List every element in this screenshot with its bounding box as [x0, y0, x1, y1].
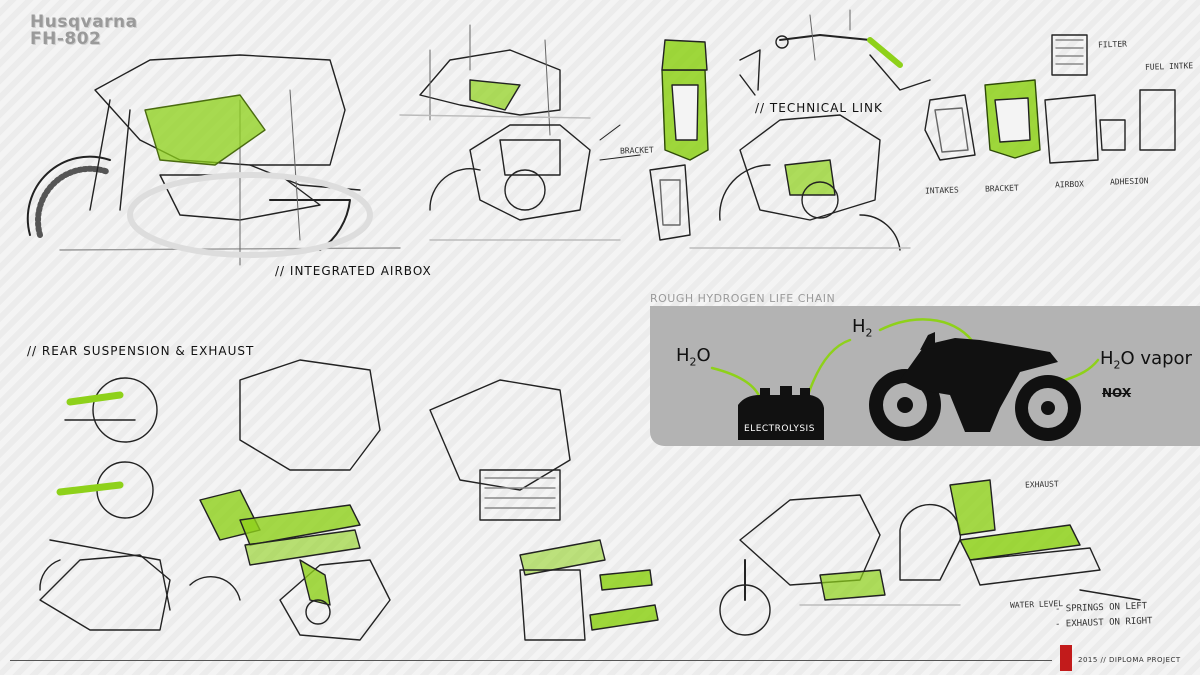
electrolysis-tank: [738, 386, 824, 440]
hydrogen-bike-silhouette: [869, 332, 1081, 441]
brand-name: Husqvarna: [30, 12, 138, 32]
h2o-label: H2O: [676, 345, 711, 369]
small-bike-sketch-2: [429, 124, 641, 241]
small-bike-sketch-3: [689, 114, 911, 251]
airbox-parts-sketch: [924, 34, 1176, 164]
brand-title: Husqvarna FH-802: [30, 14, 138, 48]
bottom-right-bike-sketch: [719, 479, 1141, 636]
exhaust-cluster-sketch: [199, 359, 659, 641]
brand-model: FH-802: [30, 29, 102, 49]
h2-label: H2: [852, 316, 873, 340]
small-bike-sketch-1: [399, 24, 591, 136]
section-technical-link: // TECHNICAL LINK: [755, 101, 883, 115]
electrolysis-label: ELECTROLYSIS: [744, 424, 815, 434]
technical-link-sketch: [775, 9, 931, 91]
nox-label: NOX: [1102, 386, 1132, 400]
footer-text: 2015 // DIPLOMA PROJECT: [1078, 656, 1181, 664]
bracket-sketch-2: [649, 164, 691, 241]
section-rear-suspension: // REAR SUSPENSION & EXHAUST: [27, 344, 255, 358]
section-integrated-airbox: // INTEGRATED AIRBOX: [275, 264, 432, 278]
bottom-bike-sketches: [39, 554, 391, 641]
hydrogen-caption: ROUGH HYDROGEN LIFE CHAIN: [650, 292, 836, 305]
bracket-sketch-1: [661, 39, 761, 161]
footer-logo: [1060, 645, 1072, 671]
footer-divider: [10, 660, 1052, 661]
h2o-vapor-label: H2O vapor: [1100, 348, 1192, 372]
